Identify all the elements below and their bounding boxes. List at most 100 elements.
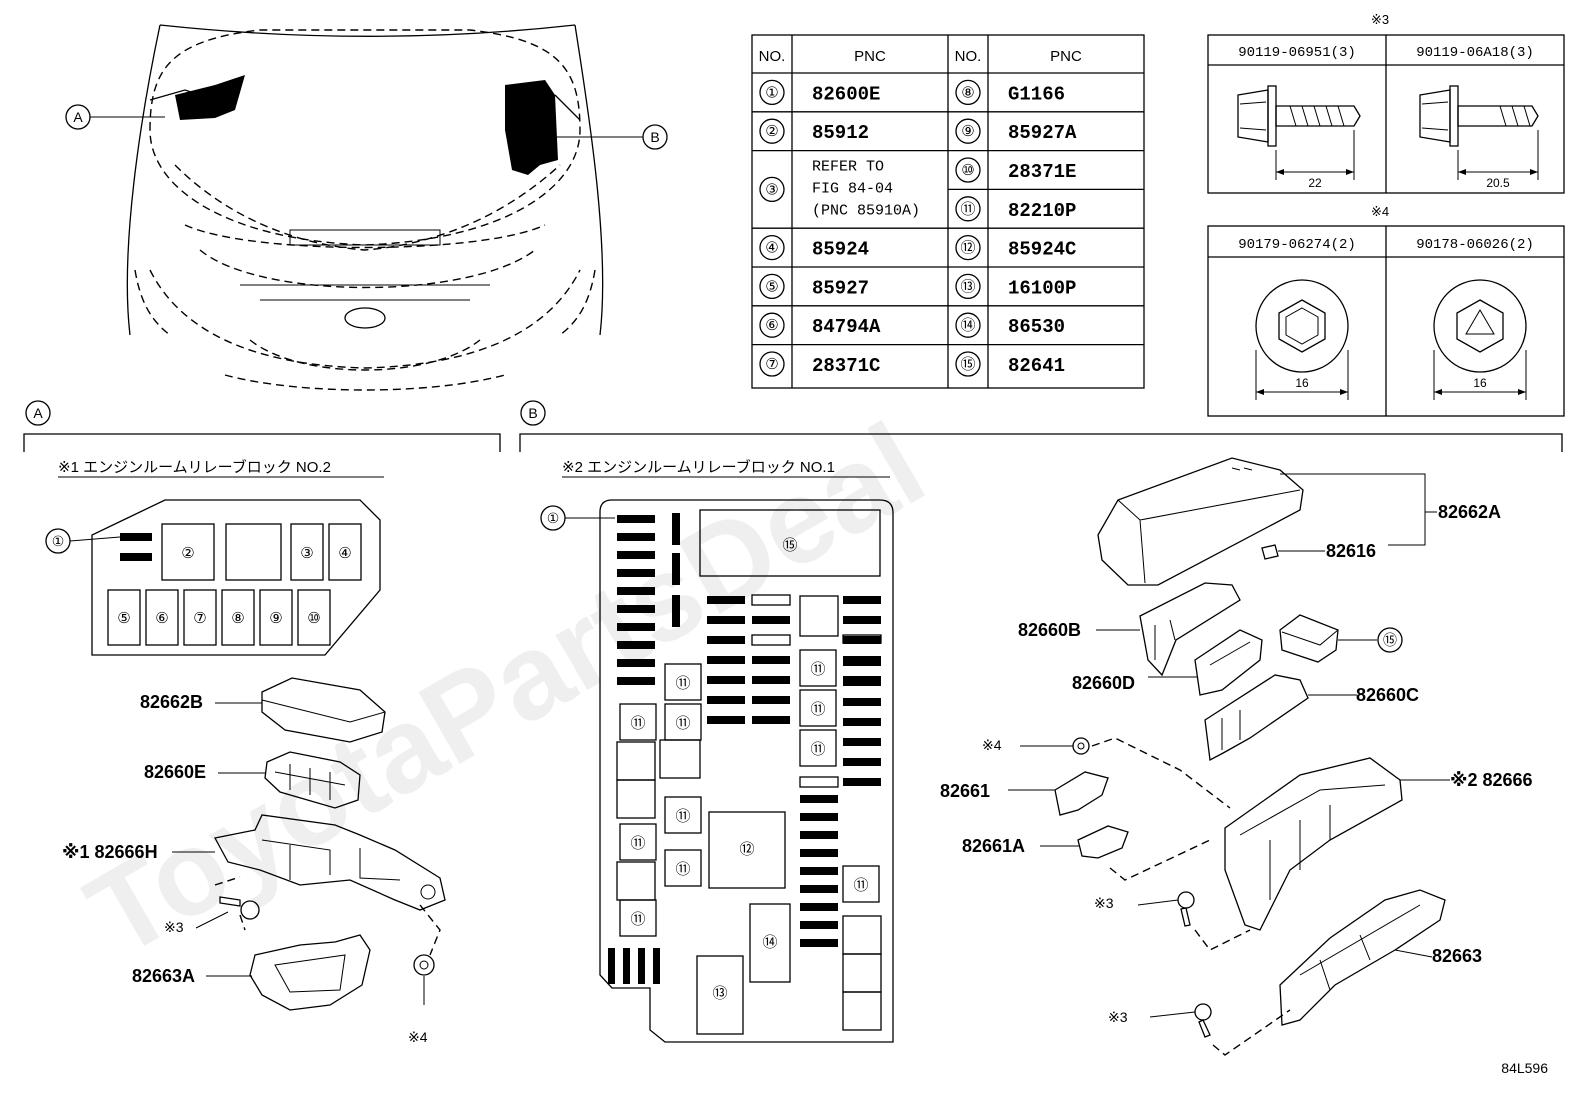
part-82660E-drawing [264,751,361,809]
part-82666-drawing [1224,757,1403,931]
row-left-no: ⑤ [765,278,778,295]
row-left-no: ③ [765,181,778,198]
fuse [617,551,655,559]
fuse [800,921,838,929]
bolt-1-part: 90119-06951(3) [1238,45,1356,61]
fuse [843,596,881,604]
relay-11: ⑪ [630,911,645,928]
relay-11-slot [842,865,880,903]
section-b-mark-3b: ※3 [1108,1009,1128,1025]
part-82661-drawing [1054,771,1109,816]
part-callout-15: ⑮ [1383,632,1397,648]
relay-11: ⑪ [810,701,825,718]
header-no-right: NO. [955,48,982,65]
part-82662A: 82662A [1438,502,1501,522]
fuse [623,948,630,984]
relay-11: ⑪ [810,741,825,758]
fuse [672,553,680,585]
relay-slot-label: ⑦ [193,610,206,627]
row-right-no: ⑧ [961,84,974,101]
fuse [752,696,790,704]
fuse [617,515,655,523]
relay-slot [145,589,179,646]
row-left-pnc: 82600E [812,83,880,105]
row-left-no: ④ [765,240,778,257]
relay-11: ⑪ [675,715,690,732]
fuse [800,885,838,893]
fuse [707,676,745,684]
relay-11-slot [619,823,657,861]
row-left-no: ② [765,123,778,140]
nut-1-drawing: 16 [1255,279,1349,400]
bolt-a-drawing [219,896,260,920]
fuse [707,656,745,664]
relay-11: ⑪ [853,877,868,894]
row-left-no: ① [765,84,778,101]
callout-a-label: A [73,109,83,125]
fuse [617,533,655,541]
nut-2-dim: 16 [1473,376,1487,390]
part-82616: 82616 [1326,541,1376,561]
row-left-pnc: 85927 [812,277,869,299]
fuse [707,596,745,604]
relay-slot-label: ⑨ [269,610,282,627]
nut-2-drawing: 16 [1433,279,1527,400]
fuse [752,716,790,724]
nut-box: ※4 90179-06274(2) 90178-06026(2) 16 16 [1207,204,1565,417]
fuse [843,636,881,644]
fuse [843,698,881,706]
row-right-pnc: 16100P [1008,277,1076,299]
relay-slot-label: ⑧ [231,610,244,627]
fuse-slot [799,776,839,788]
nut-b-drawing [1072,737,1090,755]
row-left-pnc: 85924 [812,239,869,261]
fuse [843,778,881,786]
part-82662B: 82662B [140,692,203,712]
bolt-mark-3: ※3 [1371,12,1389,27]
bolt-b2-drawing [1194,1003,1212,1038]
section-b-mark-4: ※4 [982,737,1002,753]
part-82662A-drawing [1097,457,1304,586]
relay-11-slot [619,703,657,741]
fuse [617,605,655,613]
fuse [843,738,881,746]
section-a-callout-1: ① [52,533,65,549]
fuse [800,795,838,803]
fuse [843,758,881,766]
fuse [752,656,790,664]
fuse-slot [616,861,656,901]
nut-1-part: 90179-06274(2) [1238,237,1356,253]
fuse [617,659,655,667]
section-b-marker: B [528,405,537,421]
row-left-no: ⑦ [765,356,778,373]
bolt-box: ※3 90119-06951(3) 90119-06A18(3) 22 [1207,12,1565,194]
relay-11-slot [799,649,837,687]
section-a-mark-3: ※3 [164,919,184,935]
fuse [653,948,660,984]
relay-slot-label: ⑩ [307,610,320,627]
part-82660C: 82660C [1356,685,1419,705]
part-82666H-drawing [214,814,446,911]
section-a-title: ※1 エンジンルームリレーブロック NO.2 [58,458,331,476]
row-right-pnc: 86530 [1008,316,1065,338]
part-82661A: 82661A [962,836,1025,856]
bolt-1-drawing: 22 [1237,85,1361,190]
fuse [800,939,838,947]
relay-3: ③ [300,545,313,562]
fuse-slot [751,634,791,646]
relay-2: ② [181,545,194,562]
row-left-pnc: 84794A [812,316,881,338]
relay-15-part-drawing [1279,614,1339,663]
bolt-1-dim: 22 [1308,176,1322,190]
relay-slot [297,589,331,646]
part-82616-drawing [1261,544,1279,560]
fuse-slot [659,739,701,779]
fuse [800,813,838,821]
relay-14: ⑭ [762,934,777,951]
part-82660E: 82660E [144,762,206,782]
relay-11: ⑪ [675,808,690,825]
part-82660B: 82660B [1018,620,1081,640]
fuse-slot [751,594,791,606]
